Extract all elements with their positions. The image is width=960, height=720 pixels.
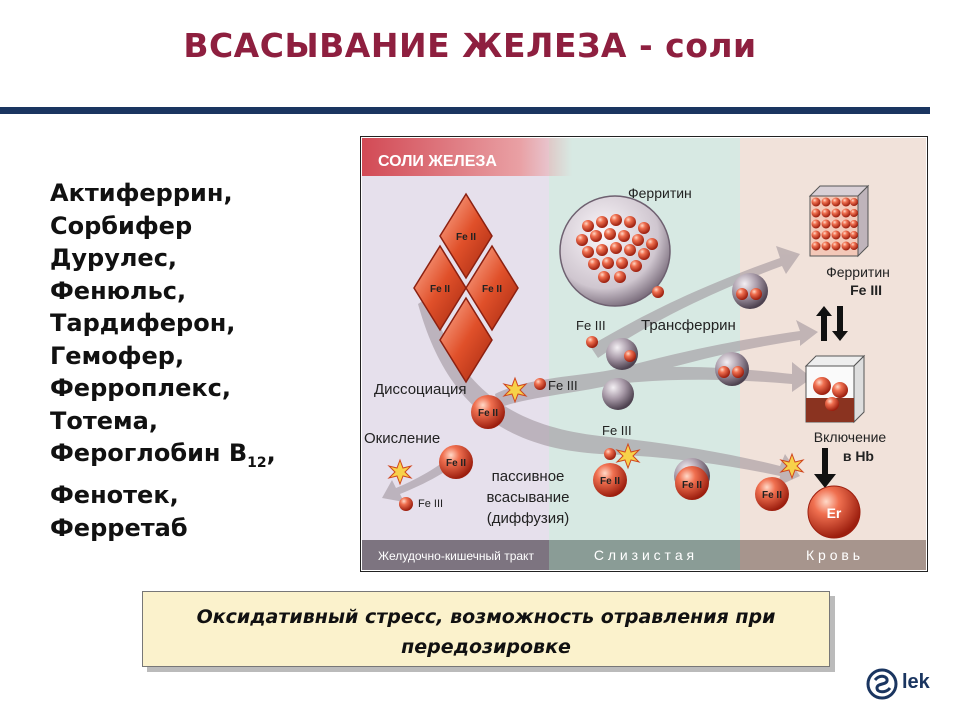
- fe3-label: Fe III: [418, 498, 443, 510]
- crystal: [439, 192, 493, 280]
- zone-label-band-mucosa: [549, 540, 740, 570]
- passive-label-line2: всасывание: [486, 489, 569, 506]
- arrow-inclusion: [600, 362, 812, 392]
- drug-item: Ферретаб: [50, 513, 188, 542]
- zone-label-band-gi: [362, 540, 549, 570]
- warning-text: Оксидативный стресс, возможность отравле…: [196, 606, 776, 658]
- ferritin-mucosa-label: Ферритин: [628, 185, 692, 201]
- dissociation-label: Диссоциация: [374, 381, 466, 398]
- inclusion-label-line2: в Hb: [843, 448, 874, 464]
- lek-logo: lek: [866, 668, 936, 700]
- crystal-fe2-label: Fe II: [456, 232, 476, 243]
- drug-item: Актиферрин,: [50, 179, 233, 207]
- inclusion-label-line1: Включение: [814, 429, 887, 445]
- zone-label-blood: К р о в ь: [806, 547, 860, 563]
- fe2-label: Fe II: [446, 458, 466, 469]
- iron-absorption-diagram: СОЛИ ЖЕЛЕЗА Fe II Fe II Fe II Ферритин: [360, 136, 928, 572]
- drug-item: Дурулес,: [50, 244, 178, 272]
- lek-logo-text: lek: [902, 671, 930, 693]
- warning-box: Оксидативный стресс, возможность отравле…: [142, 591, 830, 667]
- fe3-label: Fe III: [548, 378, 578, 393]
- drug-item: Тотема,: [50, 406, 158, 435]
- fe3-label: Fe III: [602, 423, 632, 438]
- drug-item: Тардиферон,: [50, 309, 236, 337]
- drug-item-ferroglobin: Фероглобин B12,: [50, 437, 276, 479]
- zone-label-gi: Желудочно-кишечный тракт: [378, 549, 534, 563]
- ferritin-blood-label: Ферритин: [826, 264, 890, 280]
- fe2-label: Fe II: [600, 476, 620, 487]
- title-divider: [0, 107, 930, 114]
- fe2-spheres: Fe II Fe II Fe II Fe II Fe II: [439, 395, 789, 511]
- spark-icon: [502, 376, 528, 404]
- ferritin-blood-fe-label: Fe III: [850, 282, 882, 298]
- drug-item: Гемофер,: [50, 341, 185, 370]
- drug-comma: ,: [266, 439, 276, 467]
- crystal: [413, 244, 467, 332]
- header-band: [362, 138, 572, 176]
- slide-title: ВСАСЫВАНИЕ ЖЕЛЕЗА - соли: [183, 26, 757, 65]
- oxidation-label: Окисление: [364, 430, 440, 447]
- spark-icon: [387, 458, 413, 486]
- passive-label-line1: пассивное: [492, 468, 565, 485]
- drug-subscript: 12: [247, 454, 267, 471]
- drug-item: Фенотек,: [50, 481, 179, 510]
- fe2-label: Fe II: [682, 480, 702, 491]
- crystal-fe2-label: Fe II: [482, 284, 502, 295]
- spark-icon: [615, 442, 641, 470]
- exchange-arrows-icon: [816, 306, 848, 341]
- fe2-label: Fe II: [478, 408, 498, 419]
- hemoglobin-box: [804, 354, 866, 424]
- erythrocyte: [807, 485, 861, 539]
- ferritin-storage-cube: [808, 184, 870, 258]
- fe2-label: Fe II: [762, 490, 782, 501]
- drug-name: Фероглобин B: [50, 439, 248, 467]
- zone-label-mucosa: С л и з и с т а я: [594, 547, 694, 563]
- drug-list: Актиферрин, Сорбифер Дурулес, Фенюльс, Т…: [50, 177, 276, 544]
- iron-salt-crystals: Fe II Fe II Fe II: [413, 192, 519, 384]
- header-label: СОЛИ ЖЕЛЕЗА: [378, 153, 497, 170]
- passive-label-line3: (диффузия): [487, 510, 570, 527]
- crystal: [439, 296, 493, 384]
- spark-icon: [779, 452, 805, 480]
- drug-item: Ферроплекс,: [50, 374, 231, 402]
- down-arrow-icon: [814, 448, 836, 488]
- fe3-label: Fe III: [576, 318, 606, 333]
- drug-item: Сорбифер: [50, 211, 193, 240]
- transferrin-label: Трансферрин: [641, 317, 736, 334]
- crystal-fe2-label: Fe II: [430, 284, 450, 295]
- erythrocyte-label: Er: [827, 505, 842, 521]
- ferritin-iron-cluster: [576, 214, 664, 298]
- lek-logo-icon: [866, 668, 898, 700]
- arrow-passive: [418, 296, 800, 486]
- drug-item: Фенюльс,: [50, 276, 187, 305]
- reaction-sparks: [387, 376, 805, 486]
- arrow-transferrin: [495, 320, 818, 408]
- crystal: [465, 244, 519, 332]
- zone-label-band-blood: [740, 540, 926, 570]
